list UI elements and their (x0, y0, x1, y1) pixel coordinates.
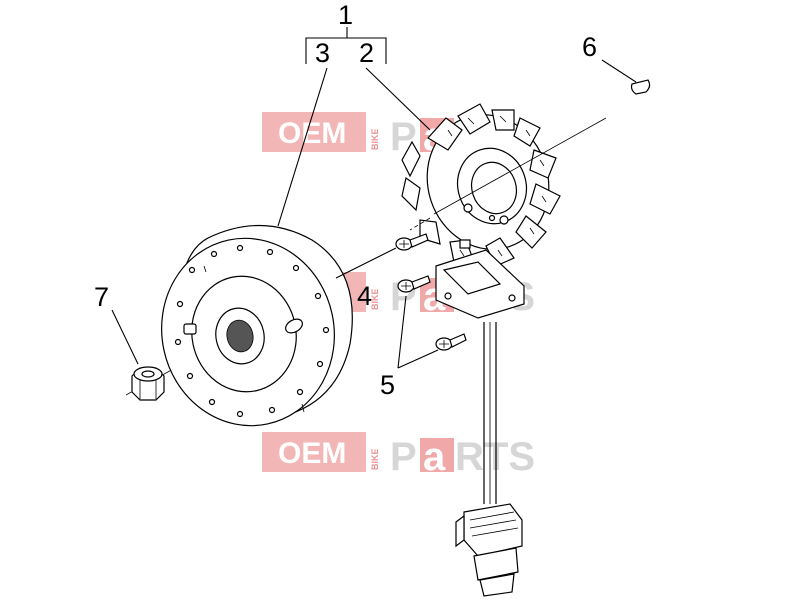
coil-winding-lines (447, 115, 547, 257)
screw-cross (439, 340, 449, 348)
flywheel-hole (322, 326, 330, 334)
leader-6 (601, 59, 637, 83)
leader-5b (397, 349, 439, 369)
callout-4: 4 (357, 281, 372, 311)
leader-5a (397, 295, 407, 369)
connector-ridges (469, 511, 519, 537)
callout-2: 2 (359, 38, 374, 68)
flywheel-hole (266, 248, 274, 256)
stator-axis-line (433, 117, 607, 215)
watermark-red-box (262, 112, 366, 152)
watermark-bike-text: BIKE (370, 448, 380, 470)
leader-7 (111, 309, 139, 365)
stator-mount-hole (499, 215, 509, 225)
flywheel-slot (285, 318, 303, 334)
screw-shank (411, 275, 431, 290)
stator-coil (491, 109, 515, 131)
leader-4 (335, 247, 397, 279)
connector-side (455, 514, 465, 548)
woodruff-key-shape (630, 79, 651, 95)
flywheel-hole (236, 244, 244, 252)
nut-hole (141, 370, 155, 378)
flywheel-rotor (161, 224, 353, 427)
watermark-oem-text: OEM (278, 437, 346, 470)
stator-coil (401, 140, 421, 178)
flywheel-hole (292, 264, 300, 272)
callout-group-1: 1 3 2 (277, 0, 431, 227)
flywheel-center-bore (226, 319, 254, 353)
connector-tip (479, 573, 515, 597)
callout-5: 5 (380, 370, 395, 400)
part-7-nut: 7 (94, 282, 236, 401)
stator-mount-hole (488, 214, 496, 222)
leader-2 (365, 67, 431, 131)
wire-harness (455, 322, 523, 597)
flywheel-hole (188, 266, 196, 274)
stator-center (470, 161, 518, 215)
watermark-parts-rts: RTS (455, 435, 535, 479)
stator-coil (457, 103, 491, 135)
flywheel-slot (183, 323, 197, 335)
screw-cross (401, 282, 411, 290)
stator-coil (401, 176, 421, 212)
leader-3 (277, 67, 328, 227)
watermark-bottom: OEM BIKE P a RTS (262, 432, 535, 479)
flywheel-hole (176, 300, 184, 308)
watermark-parts-a: a (423, 435, 446, 479)
flywheel-hole (174, 338, 182, 346)
watermark-bike-text: BIKE (370, 128, 380, 150)
part-4-screw: 4 (335, 233, 429, 311)
pickup-bracket (435, 239, 525, 319)
flywheel-hole (236, 410, 244, 418)
watermark-oem-text: OEM (278, 117, 346, 150)
stator-mount-hole (463, 203, 473, 213)
screw-cross (399, 240, 409, 248)
stator-coil (529, 183, 561, 215)
pickup-sensor (442, 261, 502, 295)
watermark-parts-p: P (390, 435, 417, 479)
flywheel-tick (301, 403, 305, 413)
stator-coil (427, 117, 463, 151)
screw-shank (449, 333, 467, 348)
flywheel-hole (296, 388, 304, 396)
flywheel-hole (268, 406, 276, 414)
stator-coil (515, 215, 547, 249)
watermark-red-box (262, 432, 366, 472)
callout-6: 6 (582, 32, 597, 62)
flywheel-hole (208, 398, 216, 406)
flywheel-hole (314, 292, 322, 300)
flywheel-hole (210, 250, 218, 258)
nut-top-face (133, 366, 163, 382)
stator-axis-dashed (409, 217, 431, 231)
flywheel-hole (186, 372, 194, 380)
flywheel-hole (316, 360, 324, 368)
bracket (305, 37, 387, 64)
pickup-tab (459, 239, 471, 249)
watermark-a-box (420, 438, 454, 472)
callout-7: 7 (94, 282, 109, 312)
watermark-bike-text: BIKE (370, 288, 380, 310)
part-5-screws: 5 (380, 275, 467, 400)
callout-3: 3 (315, 38, 330, 68)
connector-lower (473, 547, 519, 581)
screw-shank (409, 233, 429, 248)
flywheel-tick (203, 265, 207, 273)
pickup-hole (444, 292, 452, 300)
stator-coil-assembly (401, 103, 607, 267)
pickup-hole (508, 294, 516, 302)
callout-1: 1 (338, 0, 353, 30)
part-6-key: 6 (582, 32, 651, 95)
